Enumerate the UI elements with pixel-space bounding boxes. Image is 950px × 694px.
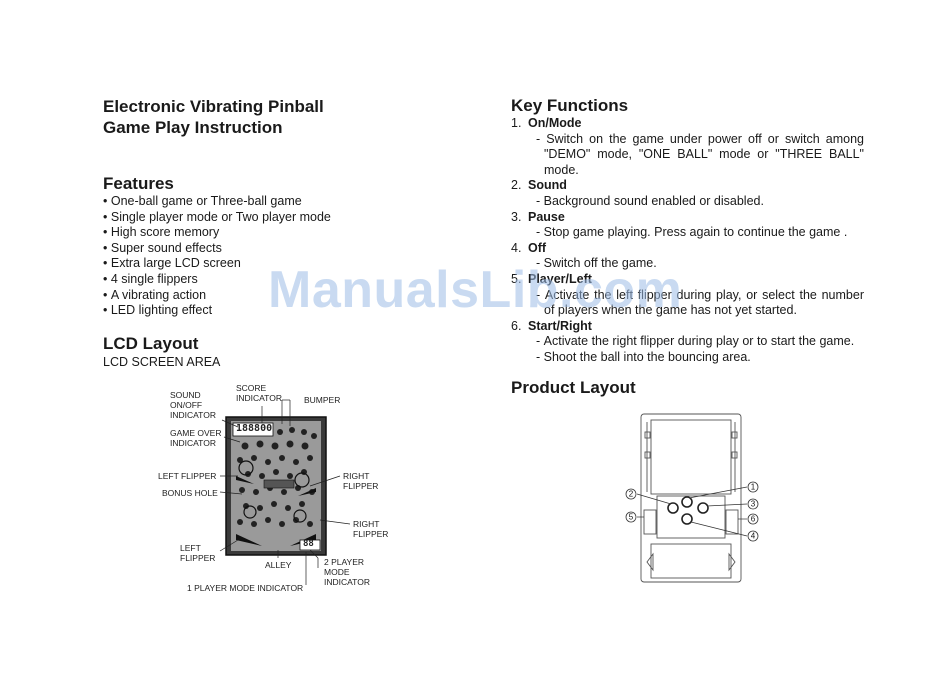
lcd-subheading: LCD SCREEN AREA [103, 355, 221, 369]
label-two-player-indicator: 2 PLAYER MODE INDICATOR [324, 557, 370, 587]
key-functions-list: 1. On/Mode Switch on the game under power… [511, 116, 864, 366]
callout-6: 6 [751, 515, 756, 524]
key-function-item: 6. Start/Right Activate the right flipper… [511, 319, 864, 366]
key-function-desc: Switch off the game. [528, 256, 864, 272]
callout-5: 5 [629, 513, 634, 522]
key-function-number: 1. [511, 116, 522, 130]
lcd-score-readout: 188800 [236, 423, 273, 434]
features-heading: Features [103, 174, 174, 193]
key-function-item: 2. Sound Background sound enabled or disa… [511, 178, 864, 209]
callout-3: 3 [751, 500, 756, 509]
document-title: Electronic Vibrating Pinball Game Play I… [103, 96, 463, 138]
key-function-number: 6. [511, 318, 522, 333]
key-function-number: 3. [511, 209, 522, 224]
label-right-flipper-upper: RIGHT FLIPPER [343, 471, 379, 491]
label-game-over-indicator: GAME OVER INDICATOR [170, 428, 222, 448]
key-function-title: Sound [528, 178, 567, 193]
features-list: One-ball game or Three-ball game Single … [103, 194, 463, 319]
watermark: ManualsLib.com [268, 261, 683, 319]
lcd-diagram: 188800 88 SOUND ON/OFF INDICATOR SCORE I… [150, 380, 410, 600]
feature-item: LED lighting effect [103, 303, 463, 319]
label-bonus-hole: BONUS HOLE [162, 488, 218, 498]
feature-item: Super sound effects [103, 241, 463, 257]
lcd-section: LCD Layout LCD SCREEN AREA [103, 334, 463, 370]
product-layout-heading: Product Layout [511, 378, 636, 397]
key-function-desc: Background sound enabled or disabled. [528, 194, 864, 210]
key-function-title: Start/Right [528, 318, 592, 333]
lcd-heading: LCD Layout [103, 334, 199, 353]
key-functions-section: Key Functions 1. On/Mode Switch on the ga… [511, 96, 864, 366]
key-function-item: 5. Player/Left Activate the left flipper … [511, 272, 864, 319]
title-line-2: Game Play Instruction [103, 118, 283, 137]
feature-item: 4 single flippers [103, 272, 463, 288]
feature-item: One-ball game or Three-ball game [103, 194, 463, 210]
label-left-flipper-lower: LEFT FLIPPER [180, 543, 216, 563]
key-function-title: Pause [528, 209, 565, 224]
key-function-desc: Activate the right flipper during play o… [528, 334, 864, 350]
key-function-number: 5. [511, 271, 522, 286]
callout-2: 2 [629, 490, 634, 499]
key-function-desc: Stop game playing. Press again to contin… [528, 225, 864, 241]
key-function-title: Player/Left [528, 271, 592, 286]
callout-1: 1 [751, 483, 756, 492]
key-function-item: 1. On/Mode Switch on the game under power… [511, 116, 864, 178]
label-bumper: BUMPER [304, 395, 341, 405]
key-function-desc: Switch on the game under power off or sw… [528, 132, 864, 179]
label-alley: ALLEY [265, 560, 292, 570]
label-right-flipper-lower: RIGHT FLIPPER [353, 519, 389, 539]
key-functions-heading: Key Functions [511, 96, 629, 115]
key-function-title: Off [528, 240, 547, 255]
product-layout-section: Product Layout [511, 378, 864, 398]
key-function-item: 4. Off Switch off the game. [511, 241, 864, 272]
lcd-player-readout: 88 [303, 539, 314, 549]
label-left-flipper-upper: LEFT FLIPPER [158, 471, 217, 481]
feature-item: Extra large LCD screen [103, 256, 463, 272]
feature-item: Single player mode or Two player mode [103, 210, 463, 226]
label-one-player-indicator: 1 PLAYER MODE INDICATOR [187, 583, 304, 593]
label-score-indicator: SCORE INDICATOR [236, 383, 282, 403]
key-function-item: 3. Pause Stop game playing. Press again t… [511, 210, 864, 241]
key-function-number: 4. [511, 240, 522, 255]
callout-4: 4 [751, 532, 756, 541]
feature-item: High score memory [103, 225, 463, 241]
key-function-desc: Activate the left flipper during play, o… [528, 288, 864, 319]
title-line-1: Electronic Vibrating Pinball [103, 97, 324, 116]
key-function-desc: Shoot the ball into the bouncing area. [528, 350, 864, 366]
key-function-title: On/Mode [528, 116, 582, 130]
product-layout-illustration: 1 2 3 4 5 6 [625, 413, 759, 583]
lcd-screen-illustration [219, 399, 351, 585]
key-function-number: 2. [511, 178, 522, 193]
label-sound-indicator: SOUND ON/OFF INDICATOR [170, 390, 216, 420]
feature-item: A vibrating action [103, 288, 463, 304]
features-section: Features One-ball game or Three-ball gam… [103, 174, 463, 319]
